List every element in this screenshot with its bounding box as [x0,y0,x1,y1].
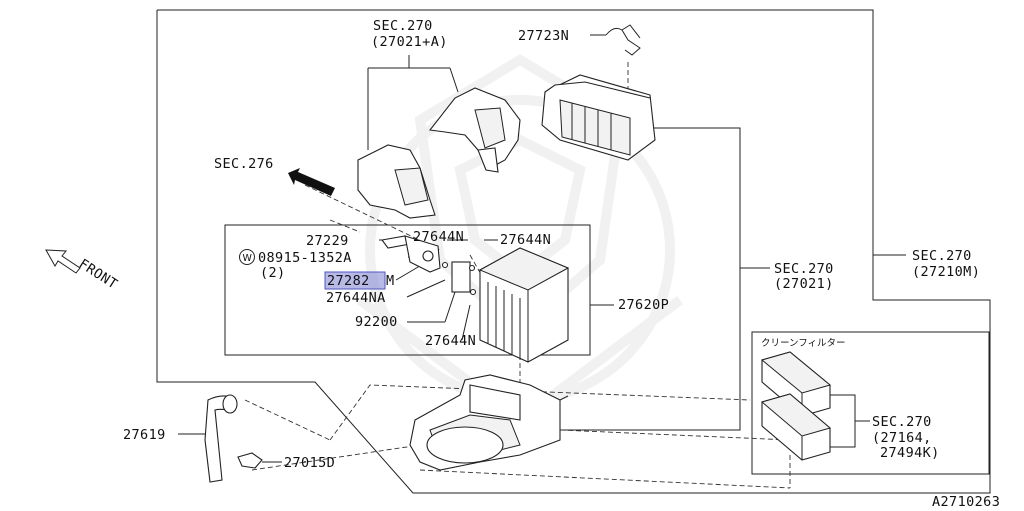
drain-hose-27619-part [204,394,238,483]
front-arrow [45,249,81,274]
label-sec270-d-sub2: 27494K) [880,445,940,461]
lower-case-part [409,374,569,471]
assembly-outline [156,9,991,494]
diagram-id: A2710263 [932,494,1000,510]
label-sec270-a-sub: (27021+A) [371,34,448,50]
harness-27723n-part [605,24,641,56]
label-sec270-c-sub: (27210M) [912,264,980,280]
label-sec270-a[interactable]: SEC.270 [373,18,433,34]
highlight-27282 [324,271,386,290]
dashed-guides [244,62,791,489]
cabin-filter-lower-part [760,393,832,461]
clip-27015d-part [237,452,263,469]
leader-lines [178,34,906,463]
label-27644n-2[interactable]: 27644N [500,232,551,248]
label-sec270-b[interactable]: SEC.270 [774,261,834,277]
washer-symbol [239,249,255,265]
label-27282[interactable]: 27282 [327,273,370,289]
label-sec270-c[interactable]: SEC.270 [912,248,972,264]
label-clean-filter: クリーンフィルター [761,338,846,349]
label-27723n[interactable]: 27723N [518,28,569,44]
label-27644n-1[interactable]: 27644N [413,229,464,245]
label-27229[interactable]: 27229 [306,233,349,249]
label-27644n-3[interactable]: 27644N [425,333,476,349]
label-sec270-d[interactable]: SEC.270 [872,414,932,430]
intake-box-part [541,74,656,161]
expansion-valve-part [381,235,477,296]
label-qty-2: (2) [260,265,286,281]
label-sec270-d-sub1: (27164, [872,430,932,446]
label-27620p[interactable]: 27620P [618,297,669,313]
label-08915-1352a[interactable]: 08915-1352A [258,250,352,266]
label-sec270-b-sub: (27021) [774,276,834,292]
evaporator-27620p-part [478,247,570,363]
label-front: FRONT [76,256,120,293]
label-92200[interactable]: 92200 [355,314,398,330]
label-sec276[interactable]: SEC.276 [214,156,274,172]
label-27619[interactable]: 27619 [123,427,166,443]
washer-w-symbol: W [243,253,253,264]
upper-duct-part [357,87,521,219]
label-27282-suffix: M [386,273,395,289]
label-27015d[interactable]: 27015D [284,455,335,471]
label-27644na[interactable]: 27644NA [326,290,386,306]
sec276-arrow [288,168,335,196]
